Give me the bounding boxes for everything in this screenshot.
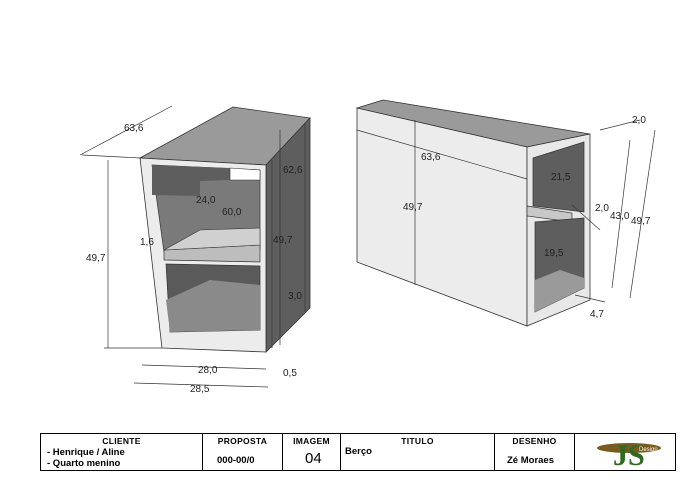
proposta-cell: PROPOSTA 000-00/0 xyxy=(203,434,283,470)
proposta-label: PROPOSTA xyxy=(217,436,268,446)
dim-left-side-small: 3,0 xyxy=(288,291,302,302)
logo-cell: JS Design xyxy=(575,434,675,470)
titulo-value: Berço xyxy=(345,446,372,457)
desenho-cell: DESENHO Zé Moraes xyxy=(495,434,575,470)
desenho-value: Zé Moraes xyxy=(507,455,554,466)
dim-left-height: 49,7 xyxy=(86,253,106,264)
dim-left-side-top: 62,6 xyxy=(283,165,303,176)
dim-right-height: 49,7 xyxy=(403,202,423,213)
dim-left-width-inner: 24,0 xyxy=(196,195,216,206)
desenho-label: DESENHO xyxy=(512,436,557,446)
technical-drawing: 63,6 49,7 24,0 60,0 1,6 62,6 49,7 3,0 28… xyxy=(79,99,656,395)
dim-left-side-height: 49,7 xyxy=(273,235,293,246)
cliente-cell: CLIENTE - Henrique / Aline - Quarto meni… xyxy=(41,434,203,470)
dim-left-depth-inner: 60,0 xyxy=(222,207,242,218)
dim-left-base-width: 28,0 xyxy=(198,365,218,376)
dim-right-inner-height: 43,0 xyxy=(610,211,630,222)
dim-right-upper-open: 21,5 xyxy=(551,172,571,183)
imagem-cell: IMAGEM 04 xyxy=(283,434,341,470)
dim-left-shelf-thk: 1,6 xyxy=(140,237,154,248)
titulo-cell: TITULO Berço xyxy=(341,434,495,470)
titulo-label: TITULO xyxy=(401,436,434,446)
dim-right-outer-height: 49,7 xyxy=(631,216,651,227)
dim-right-depth-top: 63,6 xyxy=(421,152,441,163)
dim-left-overall-width: 28,5 xyxy=(190,384,210,395)
dim-left-base-thk: 0,5 xyxy=(283,368,297,379)
cliente-line-1: - Henrique / Aline xyxy=(47,447,125,458)
dim-right-top-thk: 2,0 xyxy=(632,115,646,126)
imagem-value: 04 xyxy=(305,450,322,467)
logo-sub: Design xyxy=(639,447,658,453)
cliente-label: CLIENTE xyxy=(102,436,141,446)
left-cabinet-view: 63,6 49,7 24,0 60,0 1,6 62,6 49,7 3,0 28… xyxy=(79,105,311,395)
dim-right-lower-open: 19,5 xyxy=(544,248,564,259)
dim-right-shelf-thk: 2,0 xyxy=(595,203,609,214)
js-design-logo: JS Design xyxy=(597,439,661,470)
imagem-label: IMAGEM xyxy=(293,436,330,446)
proposta-value: 000-00/0 xyxy=(217,455,255,466)
dim-right-base-offset: 4,7 xyxy=(590,309,604,320)
title-block: CLIENTE - Henrique / Aline - Quarto meni… xyxy=(40,433,676,471)
right-cabinet-view: 63,6 49,7 21,5 19,5 2,0 2,0 43,0 49,7 4,… xyxy=(355,99,656,327)
dim-left-depth-top: 63,6 xyxy=(124,123,144,134)
logo-letters: JS xyxy=(613,439,645,470)
cliente-line-2: - Quarto menino xyxy=(47,458,121,469)
